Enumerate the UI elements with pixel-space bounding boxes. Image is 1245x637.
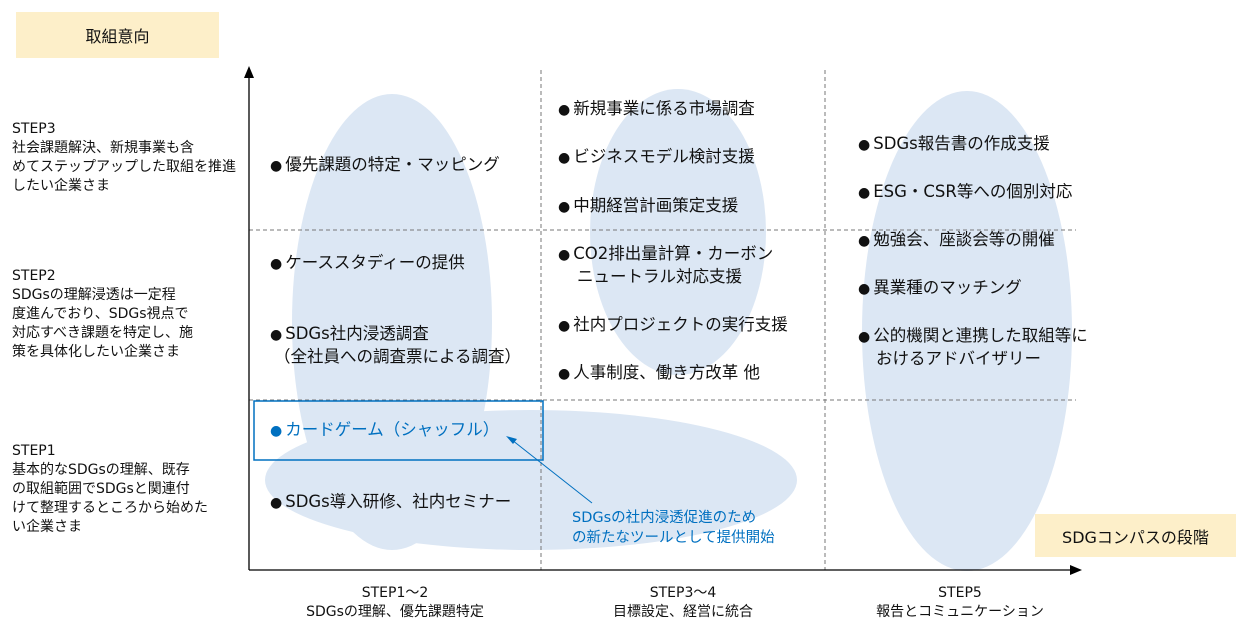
item-text: 中期経営計画策定支援 <box>573 196 739 215</box>
item-text: 公的機関と連携した取組等に <box>873 326 1088 345</box>
y-label-line: SDGsの理解浸透は一定程 <box>12 287 176 303</box>
x-label-step: STEP5 <box>938 585 982 601</box>
bullet-icon: ● <box>558 318 571 334</box>
y-label-line: 度進んでおり、SDGs視点で <box>12 306 189 322</box>
service-item: ●異業種のマッチング <box>858 276 1022 301</box>
x-label-step34: STEP3～4 目標設定、経営に統合 <box>553 584 813 622</box>
item-text: SDGs社内浸透調査 <box>285 324 429 343</box>
x-label-desc: SDGsの理解、優先課題特定 <box>306 604 484 620</box>
y-label-step3: STEP3 社会課題解決、新規事業も含 めてステップアップした取組を推進 したい… <box>12 120 236 196</box>
bullet-icon: ● <box>270 327 283 343</box>
bullet-icon: ● <box>858 281 871 297</box>
service-item: ●優先課題の特定・マッピング <box>270 153 500 178</box>
ellipse-step34 <box>590 89 766 375</box>
service-item: ●CO2排出量計算・カーボン <box>558 242 773 267</box>
service-item-highlight: ●カードゲーム（シャッフル） <box>270 418 499 443</box>
service-item-sub: （全社員への調査票による調査） <box>274 347 522 366</box>
bullet-icon: ● <box>858 329 871 345</box>
axis-tag: SDGコンパスの段階 <box>1035 514 1236 557</box>
item-text: 新規事業に係る市場調査 <box>573 99 755 118</box>
bullet-icon: ● <box>558 102 571 118</box>
item-text: 異業種のマッチング <box>873 278 1022 297</box>
item-text: 社内プロジェクトの実行支援 <box>573 315 788 334</box>
callout-arrow <box>511 439 593 504</box>
service-item: ●新規事業に係る市場調査 <box>558 97 755 122</box>
x-axis-arrow <box>1070 565 1082 575</box>
item-text: 勉強会、座談会等の開催 <box>873 230 1055 249</box>
y-label-line: 対応すべき課題を特定し、施 <box>12 325 194 341</box>
y-label-line: したい企業さま <box>12 178 110 194</box>
item-text: ESG・CSR等への個別対応 <box>873 182 1073 201</box>
callout-text: SDGsの社内浸透促進のため の新たなツールとして提供開始 <box>572 508 775 548</box>
y-label-line: 策を具体化したい企業さま <box>12 344 180 360</box>
y-label-line: 基本的なSDGsの理解、既存 <box>12 462 190 478</box>
ellipse-step1 <box>265 410 797 550</box>
service-item: ●公的機関と連携した取組等に <box>858 324 1088 349</box>
y-label-step2: STEP2 SDGsの理解浸透は一定程 度進んでおり、SDGs視点で 対応すべき… <box>12 267 193 362</box>
item-text: ビジネスモデル検討支援 <box>573 147 755 166</box>
y-label-step1: STEP1 基本的なSDGsの理解、既存 の取組範囲でSDGsと関連付 けて整理… <box>12 442 208 537</box>
callout-line: SDGsの社内浸透促進のため <box>572 510 757 526</box>
y-axis-arrow <box>244 66 254 78</box>
y-label-step: STEP2 <box>12 268 56 284</box>
item-text: SDGs報告書の作成支援 <box>873 134 1050 153</box>
bullet-icon: ● <box>858 233 871 249</box>
service-item: ●ESG・CSR等への個別対応 <box>858 180 1072 205</box>
bullet-icon: ● <box>558 150 571 166</box>
y-label-line: 社会課題解決、新規事業も含 <box>12 140 194 156</box>
service-item: ●SDGs導入研修、社内セミナー <box>270 490 511 515</box>
title-tag: 取組意向 <box>16 12 219 58</box>
service-item: ●人事制度、働き方改革 他 <box>558 361 760 386</box>
y-label-line: めてステップアップした取組を推進 <box>12 159 236 175</box>
callout-line: の新たなツールとして提供開始 <box>572 530 775 546</box>
callout-arrowhead <box>506 436 517 444</box>
bullet-icon: ● <box>558 199 571 215</box>
service-item: ●ケーススタディーの提供 <box>270 251 465 276</box>
bullet-icon: ● <box>270 158 283 174</box>
item-text: SDGs導入研修、社内セミナー <box>285 492 512 511</box>
y-label-line: の取組範囲でSDGsと関連付 <box>12 481 190 497</box>
service-item: ●SDGs報告書の作成支援 <box>858 132 1050 157</box>
ellipse-step5 <box>862 91 1072 571</box>
service-item: ●SDGs社内浸透調査 <box>270 322 429 347</box>
bullet-icon: ● <box>858 137 871 153</box>
bullet-icon: ● <box>558 366 571 382</box>
highlight-box <box>253 400 544 461</box>
service-item-sub: ニュートラル対応支援 <box>577 267 742 286</box>
x-label-step5: STEP5 報告とコミュニケーション <box>830 584 1090 622</box>
bullet-icon: ● <box>270 423 283 439</box>
item-text: ケーススタディーの提供 <box>285 253 465 272</box>
item-text: CO2排出量計算・カーボン <box>573 244 774 263</box>
bullet-icon: ● <box>270 256 283 272</box>
item-text: 優先課題の特定・マッピング <box>285 155 500 174</box>
bullet-icon: ● <box>270 495 283 511</box>
service-item: ●勉強会、座談会等の開催 <box>858 228 1055 253</box>
item-text: カードゲーム（シャッフル） <box>285 420 500 439</box>
x-label-desc: 報告とコミュニケーション <box>876 604 1044 620</box>
y-label-step: STEP3 <box>12 121 56 137</box>
y-label-line: い企業さま <box>12 519 82 535</box>
x-label-step: STEP1～2 <box>361 585 429 601</box>
bullet-icon: ● <box>558 247 571 263</box>
bullet-icon: ● <box>858 185 871 201</box>
service-item-sub: おけるアドバイザリー <box>876 349 1041 368</box>
x-label-step: STEP3～4 <box>649 585 717 601</box>
y-label-step: STEP1 <box>12 443 56 459</box>
item-text: 人事制度、働き方改革 他 <box>573 363 760 382</box>
service-item: ●ビジネスモデル検討支援 <box>558 145 755 170</box>
x-label-desc: 目標設定、経営に統合 <box>613 604 753 620</box>
y-label-line: けて整理するところから始めた <box>12 500 208 516</box>
service-item: ●中期経営計画策定支援 <box>558 194 738 219</box>
service-item: ●社内プロジェクトの実行支援 <box>558 313 788 338</box>
